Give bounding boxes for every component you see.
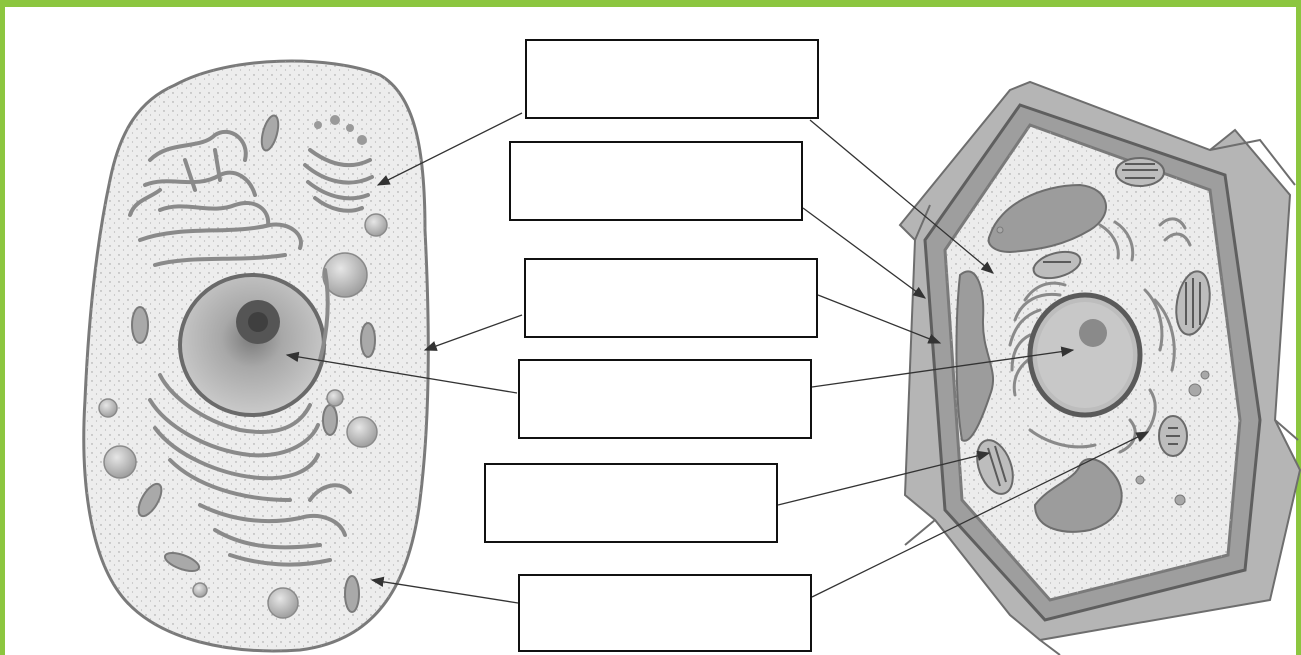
leader-box4-plant xyxy=(811,346,1075,388)
leader-box3-plant xyxy=(817,294,942,344)
plant-vesicles xyxy=(996,226,1210,506)
label-box-1[interactable] xyxy=(525,39,819,119)
label-box-4[interactable] xyxy=(518,359,812,439)
label-box-6[interactable] xyxy=(518,574,812,652)
animal-nucleus xyxy=(178,273,326,417)
leader-box1-plant xyxy=(809,119,994,274)
leader-box3-animal xyxy=(423,314,523,351)
leader-lines xyxy=(285,112,1150,604)
leader-box6-plant xyxy=(811,431,1150,598)
leader-box6-animal xyxy=(370,576,519,604)
plant-er xyxy=(1008,217,1192,454)
leader-box5-plant xyxy=(777,450,991,506)
vesicles xyxy=(98,213,388,619)
plant-nucleolus xyxy=(1079,319,1107,347)
mitochondria-animal xyxy=(131,114,376,613)
plant-vacuoles xyxy=(955,183,1123,533)
animal-cell xyxy=(82,59,430,653)
leader-box1-animal xyxy=(376,112,523,186)
rough-er-top xyxy=(128,129,303,267)
label-box-3[interactable] xyxy=(524,258,818,338)
label-box-2[interactable] xyxy=(509,141,803,221)
plant-nucleus xyxy=(1027,292,1143,418)
leader-box4-animal xyxy=(285,351,518,394)
leader-box2-plant xyxy=(802,207,927,299)
golgi-apparatus xyxy=(303,115,374,213)
label-box-5[interactable] xyxy=(484,463,778,543)
rough-er-bottom xyxy=(148,268,352,567)
plant-cell xyxy=(898,80,1301,655)
